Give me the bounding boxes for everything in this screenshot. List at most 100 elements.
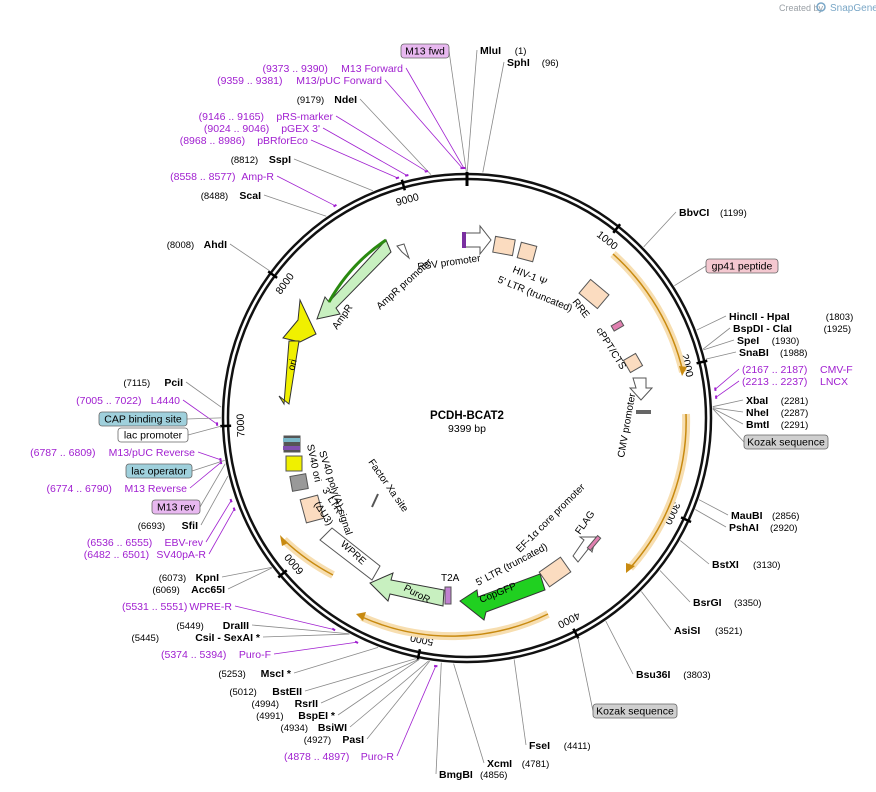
site-leader-line: [293, 646, 379, 674]
wpre-box: [319, 527, 381, 581]
site-position: (3803): [683, 670, 710, 681]
site-leader-line: [200, 475, 229, 526]
site-position: (1925): [824, 324, 851, 335]
primer-range: (6536 .. 6555): [87, 537, 152, 549]
cppt-box: [622, 352, 644, 374]
tick-mark: [612, 223, 622, 234]
site-position: (4411): [564, 741, 591, 752]
label-ori: ori: [286, 358, 300, 372]
site-leader-line: [320, 658, 420, 704]
site-position: (1803): [826, 312, 853, 323]
primer-marker: [229, 498, 233, 503]
site-leader-line: [435, 662, 442, 775]
primer-leader-line: [335, 115, 427, 172]
site-position: (6069): [152, 585, 179, 596]
primer-range: (6787 .. 6809): [30, 447, 95, 459]
primer-name: LNCX: [820, 376, 848, 388]
primer-marker: [395, 176, 400, 180]
primer-marker: [331, 627, 336, 632]
tick-mark: [267, 270, 278, 279]
site-name: SspI: [269, 154, 291, 166]
site-leader-line: [712, 407, 744, 425]
orf-bands: [280, 251, 691, 641]
primer-leader-line: [405, 67, 465, 169]
site-position: (8812): [231, 155, 258, 166]
tick-mark: [400, 179, 407, 191]
factorxa-marker: [371, 493, 379, 508]
site-name: RsrII: [295, 698, 318, 710]
primer-range: (9359 .. 9381): [217, 75, 282, 87]
primer-leader-line: [189, 462, 222, 489]
site-leader-line: [698, 499, 729, 516]
site-name: XbaI: [746, 395, 768, 407]
primer-name: pGEX 3': [281, 123, 320, 135]
site-position: (5012): [229, 687, 256, 698]
primer-range: (9024 .. 9046): [204, 123, 269, 135]
primer-range: (7005 .. 7022): [76, 395, 141, 407]
primer-leader-line: [197, 451, 221, 461]
site-leader-line: [293, 158, 374, 192]
site-leader-line: [453, 663, 485, 764]
primer-name: M13/pUC Forward: [296, 75, 382, 87]
site-position: (1988): [780, 348, 807, 359]
site-name: XcmI: [487, 758, 512, 770]
site-name: PshAI: [729, 522, 759, 534]
site-leader-line: [304, 658, 417, 692]
site-position: (4934): [281, 723, 308, 734]
site-name: SphI: [507, 57, 530, 69]
site-position: (5253): [218, 669, 245, 680]
site-name: DraIII: [223, 620, 249, 632]
primer-name: M13/pUC Reverse: [109, 447, 196, 459]
primer-name: Puro-F: [239, 649, 271, 661]
site-name: BspDI - ClaI: [733, 323, 792, 335]
tick-label: 4000: [556, 609, 582, 630]
site-name: AsiSI: [674, 625, 700, 637]
boxed-label-bg: [151, 499, 201, 515]
primer-leader-line: [384, 79, 463, 169]
site-leader-line: [643, 211, 677, 248]
tick-mark: [696, 359, 708, 365]
box-leader-line: [674, 265, 707, 286]
primer-marker: [424, 170, 429, 173]
orf-arrow-bottom: [361, 613, 549, 637]
site-name: HincII - HpaI: [729, 311, 790, 323]
tick-label: 7000: [235, 413, 248, 437]
site-leader-line: [641, 591, 672, 631]
site-position: (2281): [781, 396, 808, 407]
primer-labels: M13 Forward(9373 .. 9390)M13/pUC Forward…: [30, 63, 853, 763]
cmv-promoter-arrow: [628, 377, 654, 401]
box-leader-line: [712, 408, 745, 443]
site-position: (5445): [132, 633, 159, 644]
site-name: SnaBI: [739, 347, 769, 359]
gp41-marker: [610, 319, 625, 332]
rsv-promoter-marker: [462, 232, 466, 248]
primer-name: M13 Reverse: [125, 483, 188, 495]
primer-leader-line: [715, 368, 740, 390]
boxed-label-bg: [125, 463, 193, 479]
credit-prefix: Created by: [779, 3, 824, 13]
site-position: (9179): [297, 95, 324, 106]
box-leader-line: [199, 463, 226, 508]
site-name: FseI: [529, 740, 550, 752]
site-position: (4781): [522, 759, 549, 770]
boxed-label-text: lac promoter: [124, 430, 183, 442]
kozak-marker-1: [636, 410, 651, 414]
site-name: ScaI: [239, 190, 261, 202]
ltr5b-box: [538, 556, 572, 588]
boxed-label-text: CAP binding site: [104, 414, 182, 426]
site-leader-line: [695, 509, 727, 528]
label-t2a: T2A: [441, 573, 460, 584]
site-name: NdeI: [334, 94, 357, 106]
site-leader-line: [680, 540, 710, 565]
site-position: (2291): [781, 420, 808, 431]
tick-mark: [572, 628, 580, 640]
site-leader-line: [659, 570, 691, 603]
boxed-label-bg: [743, 434, 829, 450]
site-name: PasI: [342, 734, 364, 746]
site-position: (1): [515, 46, 527, 57]
rsv-promoter-arrow: [464, 224, 492, 256]
primer-range: (8968 .. 8986): [180, 135, 245, 147]
ampr-promoter-arrow: [396, 243, 411, 260]
site-name: BstXI: [712, 559, 739, 571]
